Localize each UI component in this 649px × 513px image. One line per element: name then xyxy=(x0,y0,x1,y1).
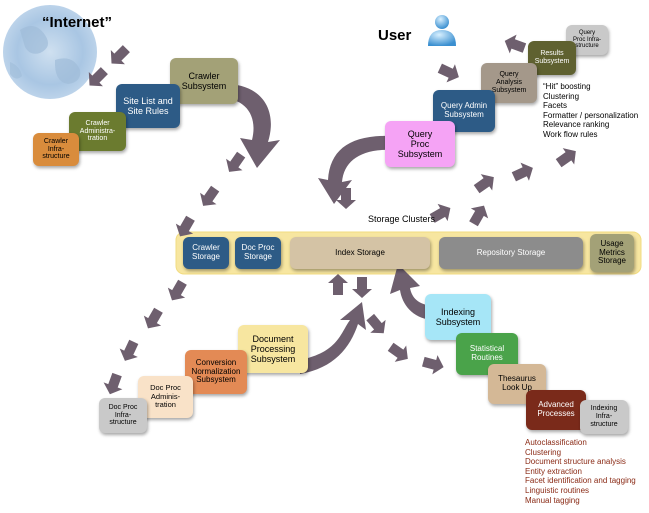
conversion-normalization-box: Conversion Normalization Subsystem xyxy=(185,350,247,394)
user-icon xyxy=(428,15,456,46)
query-features-list: “Hit” boosting Clustering Facets Formatt… xyxy=(543,82,638,140)
crawler-infra-box: Crawler Infra- structure xyxy=(33,133,79,166)
query-feature-item: Formatter / personalization xyxy=(543,110,639,120)
curved-arrow-docproc xyxy=(300,302,366,374)
advanced-feature-item: Linguistic routines xyxy=(525,485,590,495)
storage-clusters-label: Storage Clusters xyxy=(368,214,436,224)
crawler-storage-box: Crawler Storage xyxy=(183,237,229,269)
advanced-feature-item: Facet identification and tagging xyxy=(525,476,636,486)
curved-arrow-crawler xyxy=(220,83,280,168)
advanced-feature-item: Document structure analysis xyxy=(525,457,626,467)
query-feature-item: “Hit” boosting xyxy=(543,82,591,91)
advanced-feature-item: Clustering xyxy=(525,447,562,457)
indexing-infra-box: Indexing Infra- structure xyxy=(580,400,628,434)
site-list-box: Site List and Site Rules xyxy=(116,84,180,128)
query-feature-item: Clustering xyxy=(543,91,580,101)
usage-metrics-box: Usage Metrics Storage xyxy=(590,234,634,272)
globe-icon xyxy=(3,5,97,99)
crawler-subsystem-box: Crawler Subsystem xyxy=(170,58,238,104)
query-feature-item: Work flow rules xyxy=(543,129,598,139)
advanced-feature-item: Autoclassification xyxy=(525,438,587,447)
curved-arrow-queryproc xyxy=(318,135,395,204)
small-arrows xyxy=(88,34,576,395)
results-subsystem-box: Results Subsystem xyxy=(528,41,576,75)
doc-proc-storage-box: Doc Proc Storage xyxy=(235,237,281,269)
internet-label: “Internet” xyxy=(42,14,113,31)
query-proc-infra-box: Query Proc Infra- structure xyxy=(566,25,608,55)
doc-proc-infra-box: Doc Proc Infra- structure xyxy=(99,398,147,433)
repository-storage-box: Repository Storage xyxy=(439,237,583,269)
query-feature-item: Facets xyxy=(543,101,568,111)
user-label: User xyxy=(378,27,412,44)
advanced-processes-box: Advanced Processes xyxy=(526,390,586,430)
query-feature-item: Relevance ranking xyxy=(543,120,610,130)
doc-proc-admin-box: Doc Proc Adminis- tration xyxy=(138,376,193,418)
curved-arrow-indexing xyxy=(390,264,432,320)
query-proc-box: Query Proc Subsystem xyxy=(385,121,455,167)
advanced-feature-item: Manual tagging xyxy=(525,495,580,505)
curved-arrows xyxy=(220,83,432,374)
advanced-features-list: Autoclassification Clustering Document s… xyxy=(525,438,636,505)
indexing-subsystem-box: Indexing Subsystem xyxy=(425,294,491,340)
advanced-feature-item: Entity extraction xyxy=(525,466,582,476)
document-processing-box: Document Processing Subsystem xyxy=(238,325,308,373)
index-storage-box: Index Storage xyxy=(290,237,430,269)
